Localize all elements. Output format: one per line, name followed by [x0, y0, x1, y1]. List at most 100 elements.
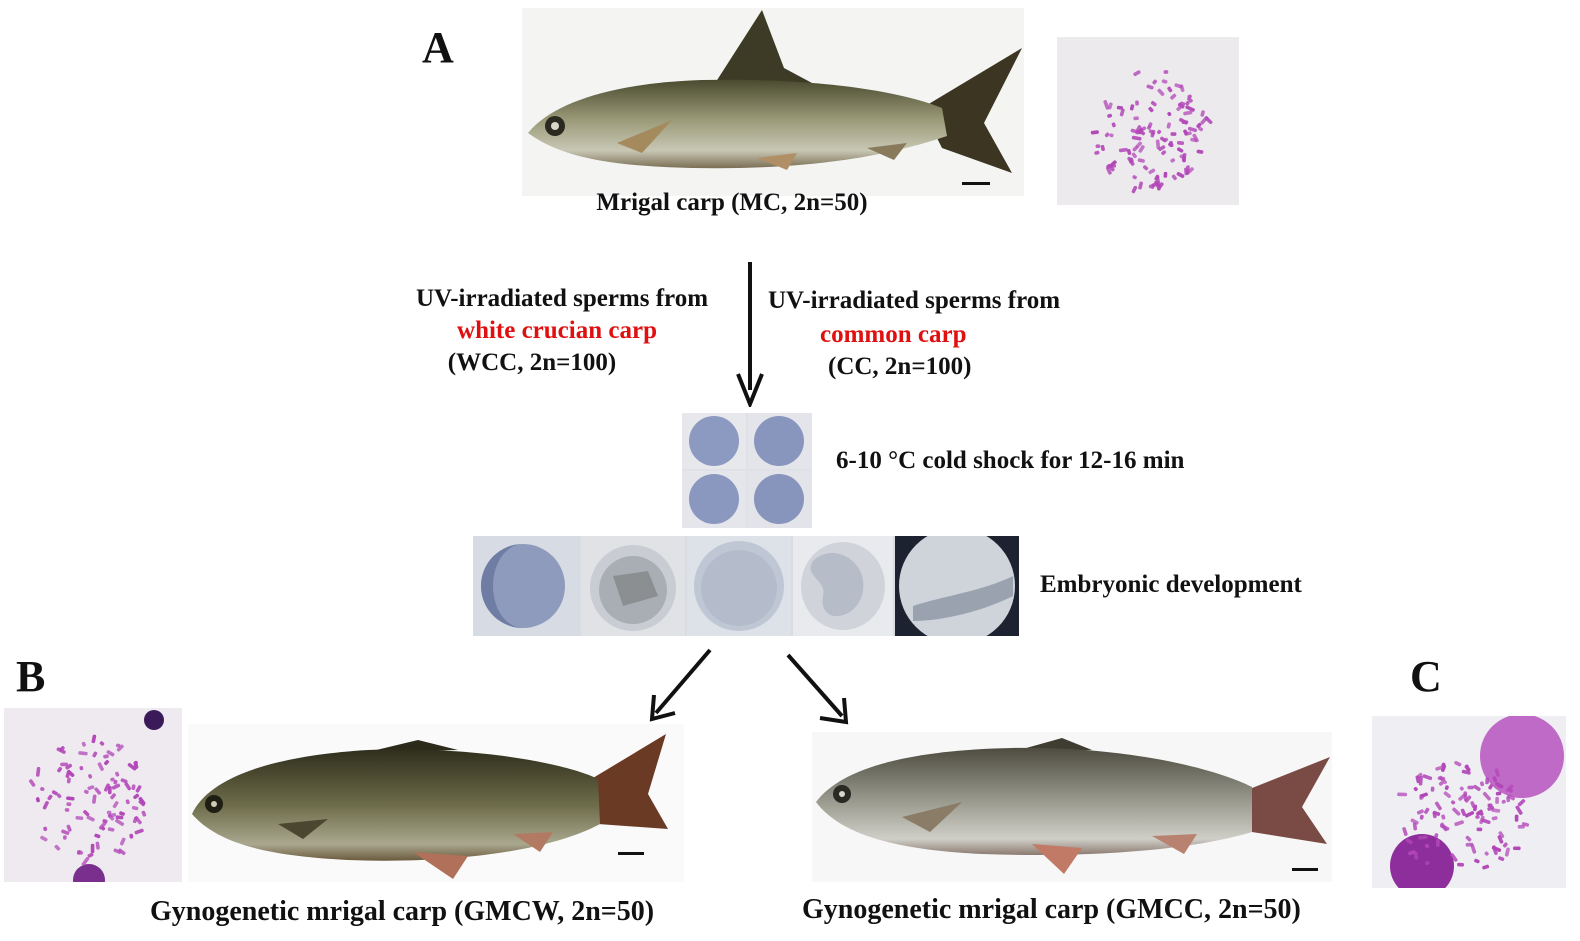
chromosome: [66, 769, 75, 778]
gmcc-chromosome-spread: [1372, 716, 1566, 888]
egg-2: [754, 416, 804, 466]
egg-4: [754, 474, 804, 524]
chromosome: [1181, 152, 1187, 162]
chromosome: [1475, 815, 1480, 819]
chromosome: [111, 783, 121, 790]
chromosome: [1419, 792, 1428, 798]
chromosome: [1463, 791, 1468, 802]
chromosome: [43, 826, 48, 832]
chromosome: [1415, 775, 1421, 784]
chromosome: [119, 811, 125, 816]
chromosome: [1163, 70, 1169, 74]
chromosome: [28, 779, 36, 787]
chromosome: [1166, 122, 1171, 129]
chromosome: [1109, 133, 1114, 138]
chromosome: [1438, 781, 1444, 786]
chromosome: [1501, 799, 1506, 804]
chromosome: [1185, 100, 1190, 106]
chromosome: [1142, 165, 1149, 171]
chromosome: [56, 793, 62, 799]
chromosome: [1419, 814, 1424, 820]
chromosome: [1133, 116, 1139, 121]
chromosome: [115, 771, 120, 777]
chromosome: [1171, 174, 1177, 181]
chromosome: [104, 759, 110, 766]
chromosome: [1480, 781, 1485, 787]
chromosome: [1183, 167, 1189, 176]
chromosome: [1131, 185, 1138, 194]
chromosome: [1439, 824, 1450, 831]
cold-shock-label: 6-10 °C cold shock for 12-16 min: [836, 447, 1185, 474]
chromosome: [1152, 79, 1158, 85]
chromosome: [1100, 144, 1105, 152]
chromosome: [47, 794, 53, 801]
chromosome: [1432, 810, 1441, 816]
chromosome: [1138, 181, 1143, 190]
chromosome: [66, 824, 72, 832]
chromosome: [83, 810, 90, 817]
chromosome: [1454, 820, 1464, 827]
chromosome: [83, 789, 89, 794]
chromosome: [1161, 79, 1168, 84]
chromosome: [110, 793, 116, 800]
chromosome: [1470, 844, 1477, 854]
chromosome: [115, 818, 125, 826]
chromosome: [1132, 145, 1139, 152]
chromosome: [107, 785, 112, 795]
egg-grid: [682, 413, 812, 528]
gmcc-caption: Gynogenetic mrigal carp (GMCC, 2n=50): [802, 894, 1301, 925]
chromosome: [1494, 768, 1500, 777]
chromosome: [1408, 850, 1416, 856]
chromosome: [120, 778, 128, 784]
chromosome: [1196, 149, 1204, 154]
chromosome: [88, 774, 93, 779]
chromosome: [1473, 784, 1481, 792]
mc-chromosome-spread: [1057, 37, 1239, 205]
chromosome: [57, 766, 63, 773]
chromosome: [81, 741, 86, 747]
arrow-to-gmcw: [640, 645, 720, 725]
chromosome: [1107, 113, 1113, 118]
chromosome: [1150, 101, 1157, 107]
chromosome: [91, 734, 97, 744]
chromosome: [1443, 791, 1451, 799]
chromosome: [1137, 158, 1145, 163]
chromosome: [1495, 791, 1502, 796]
panel-label-a: A: [422, 23, 454, 72]
right-sperm-ploidy: (CC, 2n=100): [828, 353, 972, 380]
chromosome: [1464, 811, 1475, 818]
chromosome: [116, 744, 124, 752]
chromosome: [65, 763, 73, 770]
chromosome: [1157, 129, 1162, 135]
embryo-label: Embryonic development: [1040, 571, 1302, 598]
chromosome: [1118, 147, 1128, 153]
chromosome: [1187, 97, 1193, 103]
left-sperm-ploidy: (WCC, 2n=100): [447, 349, 617, 376]
chromosome: [94, 787, 102, 795]
chromosome: [63, 835, 67, 840]
egg-3: [689, 474, 739, 524]
chromosome: [1146, 84, 1154, 90]
chromosome: [1151, 182, 1160, 188]
chromosome: [66, 777, 71, 784]
panel-label-c: C: [1410, 652, 1442, 701]
chromosome: [1176, 147, 1184, 153]
chromosome: [1452, 807, 1461, 816]
chromosome: [1119, 108, 1125, 117]
chromosome: [1136, 125, 1142, 132]
chromosome: [1435, 839, 1440, 848]
left-sperm-species: white crucian carp: [457, 317, 657, 344]
chromosome: [129, 833, 134, 839]
chromosome: [64, 808, 70, 812]
chromosome: [1413, 851, 1418, 860]
chromosome: [90, 843, 95, 854]
chromosome: [1479, 815, 1485, 825]
chromosome: [1454, 760, 1462, 767]
chromosome: [1109, 166, 1115, 172]
chromosome: [1424, 843, 1430, 849]
chromosome: [78, 751, 88, 756]
mrigal-carp-caption: Mrigal carp (MC, 2n=50): [596, 189, 868, 216]
chromosome: [1476, 809, 1483, 816]
chromosome: [1485, 777, 1490, 785]
chromosome: [1174, 83, 1183, 89]
